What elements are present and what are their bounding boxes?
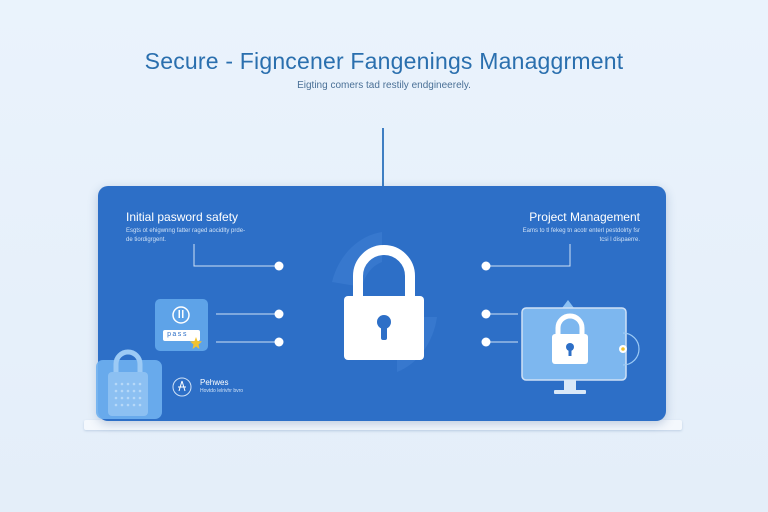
star-icon bbox=[190, 337, 202, 349]
small-lock-icon bbox=[108, 349, 148, 416]
password-icon bbox=[163, 306, 200, 341]
password-card: pass bbox=[155, 299, 208, 351]
lock-icon bbox=[344, 245, 424, 360]
page-subtitle: Eigting comers tad restily endgineerely. bbox=[297, 80, 471, 91]
fingerprint-icon bbox=[172, 377, 192, 397]
status-ring-icon bbox=[619, 332, 640, 366]
page-title: Secure - Figncener Fangenings Managgrmen… bbox=[144, 48, 624, 74]
right-section-heading: Project Management bbox=[529, 210, 640, 224]
right-section-description: Eams to tl fekeg tn acotr enterl pestdol… bbox=[522, 228, 640, 243]
fingerprint-sublabel: Hovtdo lelrivhr bvro bbox=[200, 388, 244, 394]
monitor-lock-icon bbox=[521, 300, 627, 394]
panel-shelf bbox=[84, 420, 682, 430]
top-connector-line bbox=[382, 128, 384, 186]
left-section-description: Esgts ot ehigwnng fatter raged aocidlty … bbox=[126, 228, 246, 243]
password-text: pass bbox=[167, 331, 188, 339]
left-section-heading: Initial pasword safety bbox=[126, 210, 239, 224]
fingerprint-label: Pehwes bbox=[200, 378, 229, 387]
